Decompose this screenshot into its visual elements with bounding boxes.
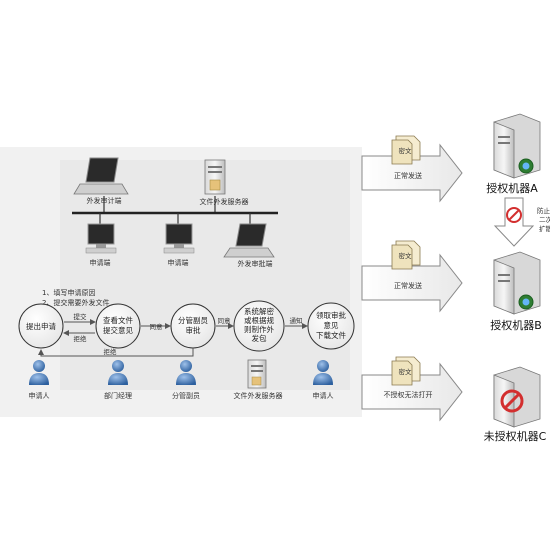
flow-node-2-text: 提交意见 [103, 325, 133, 335]
edge-label-submit: 提交 [74, 312, 88, 321]
approval-label: 外发审批端 [238, 259, 273, 268]
flow-node-5-text: 下载文件 [316, 330, 346, 340]
role-label-applicant-1: 申请人 [29, 391, 50, 400]
desktop-icon [163, 223, 195, 254]
send-label-3: 不授权无法打开 [384, 390, 433, 399]
desktop-icon [85, 223, 117, 254]
send-label-1: 正常发送 [394, 171, 422, 180]
send-label-2: 正常发送 [394, 281, 422, 290]
person-icon [313, 360, 333, 385]
edge-label-reject: 拒绝 [74, 334, 88, 343]
step-note-2: 2、提交需要外发文件 [42, 298, 109, 307]
server-label: 文件外发服务器 [200, 197, 249, 206]
prevent-label: 扩散 [539, 224, 550, 233]
role-label-manager: 部门经理 [104, 391, 132, 400]
edge-label-agree-2: 同意 [218, 316, 232, 325]
flow-node-4-text: 或根据规 [244, 315, 274, 325]
edge-label-bottom-reject: 拒绝 [104, 347, 118, 356]
flow-node-3-text: 审批 [186, 325, 201, 335]
flow-node-1-text: 提出申请 [26, 321, 56, 331]
flow-node-4: 系统解密 或根据规 则制作外 发包 [233, 300, 285, 352]
document-icon [391, 240, 421, 270]
flow-edge-bottom-reject [38, 348, 194, 357]
left-panel-inner [60, 160, 350, 390]
flow-node-2-text: 查看文件 [103, 315, 133, 325]
client-label-1: 申请端 [90, 258, 111, 267]
flow-node-2: 查看文件 提交意见 [95, 303, 141, 349]
prevent-label: 防止 [537, 206, 550, 215]
flow-node-4-text: 则制作外 [244, 324, 274, 334]
flow-node-4-text: 发包 [252, 333, 267, 343]
flow-node-1: 提出申请 [18, 303, 64, 349]
prevent-label: 二次 [539, 215, 550, 224]
laptop-icon [73, 157, 129, 195]
role-label-applicant-2: 申请人 [313, 391, 334, 400]
document-icon [391, 135, 421, 165]
flow-node-5: 领取审批 意见 下载文件 [307, 302, 355, 350]
server-tower-icon [493, 251, 541, 315]
client-label-2: 申请端 [168, 258, 189, 267]
laptop-icon [223, 223, 275, 258]
server-tower-icon [493, 113, 541, 179]
doc-label-3: 密文 [399, 367, 413, 376]
send-arrow [361, 362, 463, 422]
server-icon [204, 159, 226, 195]
machine-a-label: 授权机器A [486, 181, 538, 195]
no-entry-icon [506, 207, 522, 223]
flow-node-5-text: 领取审批 [316, 310, 346, 320]
document-icon [391, 356, 421, 386]
person-icon [108, 360, 128, 385]
flow-node-3: 分管副员 审批 [170, 303, 216, 349]
doc-label-1: 密文 [399, 146, 413, 155]
send-arrow [361, 143, 463, 203]
send-arrow [361, 253, 463, 313]
step-note-1: 1、填写申请原因 [42, 288, 95, 297]
flow-node-4-text: 系统解密 [244, 306, 274, 316]
machine-c-label: 未授权机器C [484, 429, 547, 443]
machine-b-label: 授权机器B [490, 318, 542, 332]
server-icon [247, 359, 267, 389]
flow-node-5-text: 意见 [324, 320, 339, 330]
no-entry-icon [500, 389, 524, 413]
flow-node-3-text: 分管副员 [178, 315, 208, 325]
person-icon [176, 360, 196, 385]
edge-label-agree-1: 同意 [150, 322, 164, 331]
edge-label-notify: 通知 [290, 316, 303, 325]
person-icon [29, 360, 49, 385]
role-label-deputy: 分管副员 [172, 391, 200, 400]
doc-label-2: 密文 [399, 251, 413, 260]
role-label-server: 文件外发服务器 [234, 391, 283, 400]
